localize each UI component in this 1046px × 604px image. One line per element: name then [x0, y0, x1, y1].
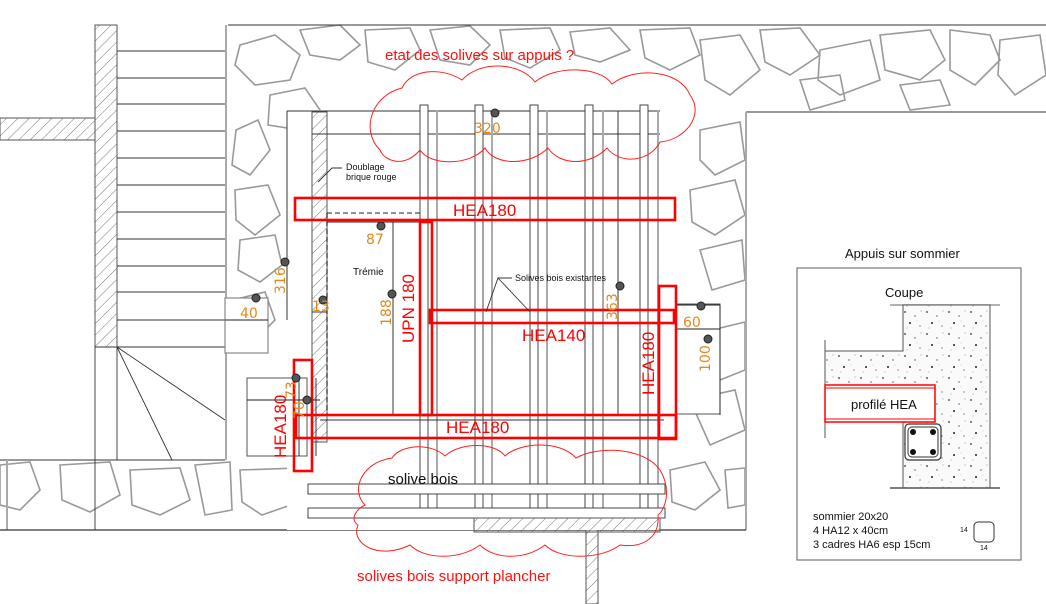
spec-line-2: 4 HA12 x 40cm [813, 525, 888, 537]
label-beam-hea140: HEA140 [522, 326, 585, 345]
revision-cloud-bottom [353, 444, 667, 557]
spec-line-1: sommier 20x20 [813, 511, 888, 523]
dim-363: 363 [605, 293, 621, 320]
detail-hea-profile [824, 384, 936, 423]
beam-hea180-left [292, 358, 314, 473]
detail-rebar-cage [904, 423, 942, 461]
dim-40: 40 [240, 306, 258, 322]
dim-316: 316 [273, 267, 289, 294]
detail-section-label: Coupe [885, 285, 923, 300]
detail-profile-label: profilé HEA [851, 397, 917, 412]
stirrup-icon [973, 521, 995, 543]
support-pockets [224, 297, 721, 457]
right-room [585, 111, 1046, 604]
revision-cloud-top [369, 65, 696, 163]
beam-hea180-bottom [294, 413, 678, 440]
stirrup-side-dim: 14 [960, 527, 968, 534]
detail-title: Appuis sur sommier [845, 246, 961, 261]
dim-13: 13 [312, 299, 330, 315]
note-bottom-cloud: solives bois support plancher [357, 568, 550, 585]
stirrup-bottom-dim: 14 [980, 545, 988, 552]
label-doublage: Doublage [346, 162, 385, 172]
dim-70: 70 [292, 401, 308, 419]
beam-hea140 [428, 308, 676, 325]
label-beam-hea180-top: HEA180 [453, 201, 516, 220]
beam-hea180-top [293, 196, 677, 222]
label-solives-existantes: Solives bois existantes [515, 273, 607, 283]
label-beam-hea180-left: HEA180 [271, 395, 290, 458]
steel-beams [292, 196, 678, 473]
spec-line-3: 3 cadres HA6 esp 15cm [813, 539, 930, 551]
dimension-markers [251, 108, 713, 405]
dim-60: 60 [683, 315, 701, 331]
dim-188: 188 [379, 299, 395, 326]
dim-100: 100 [698, 345, 714, 372]
dim-87: 87 [366, 232, 384, 248]
dim-73: 73 [284, 381, 300, 399]
label-brique-rouge: brique rouge [346, 172, 397, 182]
leader-lines [317, 167, 531, 313]
label-solive-bois: solive bois [388, 471, 458, 488]
label-beam-upn180: UPN 180 [399, 274, 418, 343]
label-tremie: Trémie [353, 267, 384, 278]
label-beam-hea180-bottom: HEA180 [446, 418, 509, 437]
detail-section: Appuis sur sommier Coupe profilé HEA som… [796, 246, 1022, 561]
dim-320: 320 [474, 121, 501, 137]
label-beam-hea180-right: HEA180 [639, 332, 658, 395]
note-top-cloud: etat des solives sur appuis ? [385, 47, 574, 64]
